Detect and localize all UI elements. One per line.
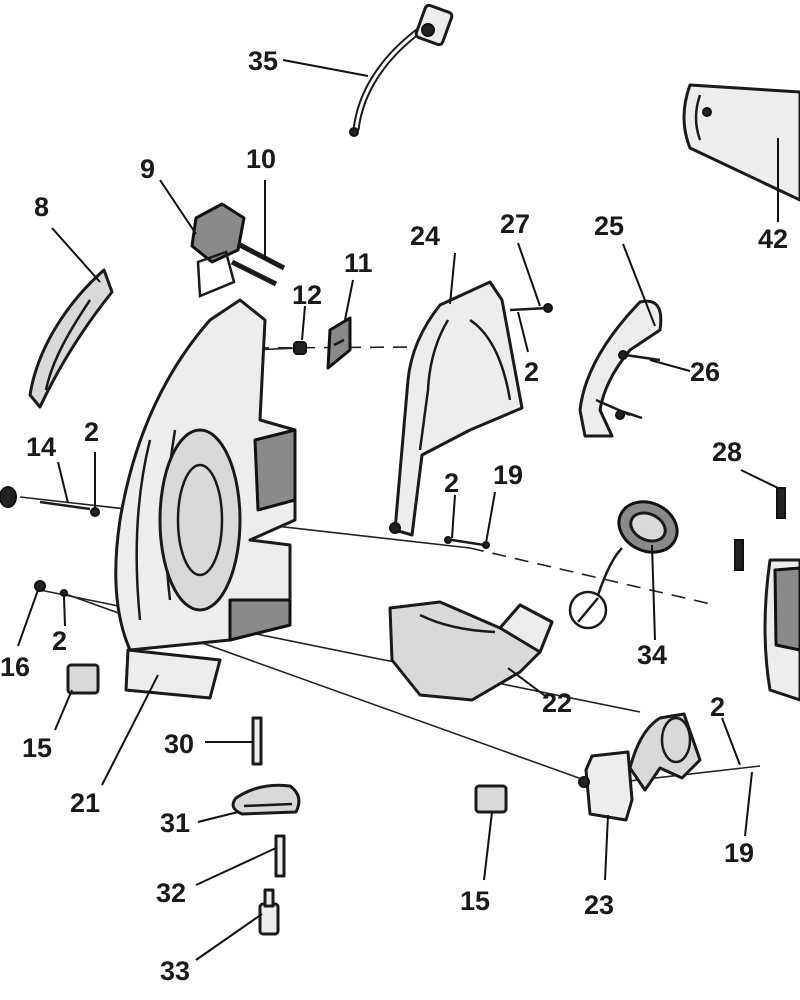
collar-nut-part: [568, 500, 679, 630]
screw-washer-part-27: [509, 303, 553, 313]
screw-part-26: [615, 350, 661, 420]
screw-part-19-left: [444, 536, 490, 549]
bracket-part: [326, 316, 352, 370]
switch-terminals-part: [230, 241, 286, 287]
nut-part: [293, 341, 307, 355]
label-2-lower-right: 2: [710, 692, 725, 722]
label-2-upper-right: 2: [524, 357, 539, 387]
part-number-labels: 35 42 9 10 8 24 27 25 11 12 2 26 14 2 28…: [0, 46, 788, 986]
label-26: 26: [690, 357, 720, 387]
label-25: 25: [594, 211, 624, 241]
label-27: 27: [500, 209, 530, 239]
label-23: 23: [584, 890, 614, 920]
label-42: 42: [758, 224, 788, 254]
motor-assembly-part: [734, 487, 800, 702]
label-31: 31: [160, 808, 190, 838]
label-33: 33: [160, 956, 190, 986]
label-19-upper: 19: [493, 460, 523, 490]
knob-part: [258, 888, 280, 936]
label-30: 30: [164, 729, 194, 759]
label-9: 9: [140, 154, 155, 184]
screw-washer-part-16: [34, 580, 68, 597]
screw-washer-part-14: [0, 486, 100, 517]
handle-housing-left-part: [389, 280, 524, 537]
label-34: 34: [637, 640, 667, 670]
label-24: 24: [410, 221, 440, 251]
cap-part: [231, 783, 301, 816]
outlet-housing-part: [388, 600, 554, 702]
label-2-center: 2: [444, 468, 459, 498]
trigger-part: [28, 268, 114, 409]
label-15-right: 15: [460, 886, 490, 916]
rod-part: [251, 716, 263, 766]
axis-line-upper-dashed: [469, 547, 716, 606]
label-10: 10: [246, 144, 276, 174]
wheel-assembly-part: [578, 712, 702, 822]
label-2-left: 2: [84, 417, 99, 447]
label-35: 35: [248, 46, 278, 76]
label-8: 8: [34, 192, 49, 222]
label-16: 16: [0, 652, 30, 682]
label-2-lower-left: 2: [52, 626, 67, 656]
label-12: 12: [292, 280, 322, 310]
label-28: 28: [712, 437, 742, 467]
foot-part-right: [474, 784, 508, 814]
label-15-left: 15: [22, 733, 52, 763]
leader-lines: [17, 59, 779, 961]
foot-part-left: [66, 663, 100, 695]
power-cord-part: [349, 3, 454, 137]
label-11: 11: [344, 248, 373, 278]
label-19-lower: 19: [724, 838, 754, 868]
label-32: 32: [156, 878, 186, 908]
switch-part: [190, 202, 246, 298]
label-21: 21: [70, 788, 100, 818]
blower-tube-part: [682, 83, 800, 202]
label-22: 22: [542, 688, 572, 718]
pin-part: [274, 834, 286, 878]
motor-housing-part: [114, 298, 297, 700]
label-14: 14: [26, 432, 56, 462]
